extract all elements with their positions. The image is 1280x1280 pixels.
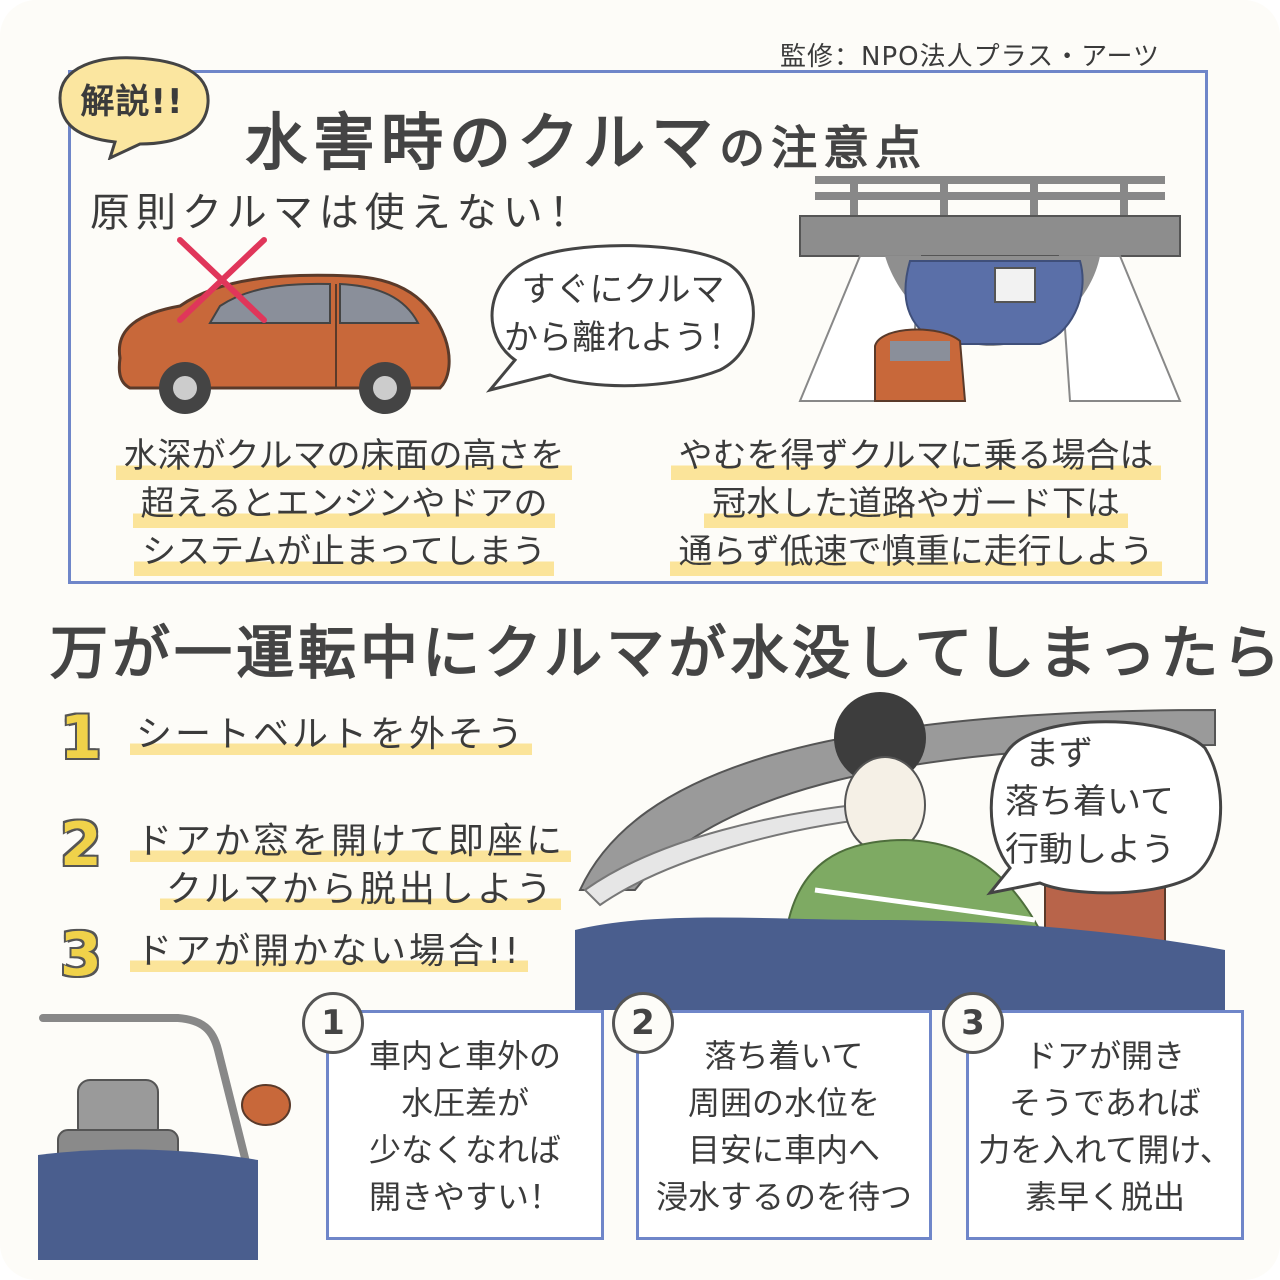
tip-line: 水圧差が [400,1084,529,1122]
caption-left: 水深がクルマの床面の高さを 超えるとエンジンやドアの システムが止まってしまう [84,432,604,576]
step-text: ドアが開かない場合!! [130,928,528,976]
step-line: ドアか窓を開けて即座に [130,821,572,862]
speech-bubble-leave-icon [485,244,755,393]
supervisor-credit: 監修：NPO法人プラス・アーツ [780,42,1160,72]
tip-line: 周囲の水位を [687,1084,880,1122]
speech-leave-text: すぐにクルマ から離れよう！ [498,266,748,362]
tip-line: 素早く脱出 [1024,1178,1185,1216]
step-number: 2 [60,810,102,880]
step-number: 1 [60,703,102,773]
speech-calm-line: 落ち着いて [1005,782,1174,822]
title-suffix: の注意点 [719,121,928,175]
tip-line: 少なくなれば [368,1131,561,1169]
step-2: 2 ドアか窓を開けて即座に クルマから脱出しよう [60,812,600,922]
submerged-driver-illustration [575,692,1225,1010]
tip-line: 目安に車内へ [687,1131,880,1169]
tip-line: ドアが開き [1024,1037,1185,1075]
speech-leave-line: すぐにクルマ [521,270,725,310]
tip-box-1: 車内と車外の 水圧差が 少なくなれば 開きやすい！ [326,1010,604,1240]
tip-number-2: 2 [612,992,674,1054]
speech-calm-text: まず 落ち着いて 行動しよう [1005,730,1210,874]
car-interior-illustration [38,1014,291,1260]
tip-box-text: ドアが開き そうであれば 力を入れて開け、 素早く脱出 [969,1013,1241,1221]
tip-line: そうであれば [1009,1084,1201,1122]
caption-left-line: 超えるとエンジンやドアの [132,480,556,528]
tip-box-text: 落ち着いて 周囲の水位を 目安に車内へ 浸水するのを待つ [639,1013,929,1221]
tip-number-3: 3 [942,992,1004,1054]
step-text: ドアか窓を開けて即座に クルマから脱出しよう [130,818,572,914]
badge-bubble-icon [58,56,210,160]
title-main: 水害時のクルマ [245,106,720,179]
speech-leave-line: から離れよう！ [504,318,742,358]
rule-text: 原則クルマは使えない！ [90,190,595,236]
badge-label: 解説!! [80,82,184,122]
tip-line: 力を入れて開け、 [978,1131,1232,1169]
speech-calm-line: 行動しよう [1005,830,1175,870]
car-illustration [117,273,451,414]
caption-right-line: やむを得ずクルマに乗る場合は [670,432,1162,480]
tip-line: 落ち着いて [704,1037,864,1075]
caption-right-line: 冠水した道路やガード下は [704,480,1128,528]
underpass-flood-illustration [798,176,1182,402]
step-line: クルマから脱出しよう [160,869,561,910]
tip-box-3: ドアが開き そうであれば 力を入れて開け、 素早く脱出 [966,1010,1244,1240]
step-1: 1 シートベルトを外そう [60,705,580,775]
tip-line: 浸水するのを待つ [655,1178,912,1216]
caption-left-line: 水深がクルマの床面の高さを [115,432,573,480]
step-line: ドアが開かない場合!! [130,931,528,972]
tip-number-1: 1 [302,992,364,1054]
caption-right: やむを得ずクルマに乗る場合は 冠水した道路やガード下は 通らず低速で慎重に走行し… [630,432,1202,576]
page-title: 水害時のクルマの注意点 [245,92,927,182]
tip-line: 開きやすい！ [368,1178,561,1216]
tip-box-2: 落ち着いて 周囲の水位を 目安に車内へ 浸水するのを待つ [636,1010,932,1240]
step-number: 3 [60,920,102,990]
tip-line: 車内と車外の [368,1037,561,1075]
submerged-headline: 万が一運転中にクルマが水没してしまったら [50,619,1280,687]
step-3: 3 ドアが開かない場合!! [60,922,600,992]
caption-left-line: システムが止まってしまう [134,528,554,576]
tip-box-text: 車内と車外の 水圧差が 少なくなれば 開きやすい！ [329,1013,601,1221]
caption-right-line: 通らず低速で慎重に走行しよう [670,528,1162,576]
step-text: シートベルトを外そう [130,711,533,759]
speech-calm-line: まず [1025,734,1093,774]
speech-bubble-calm-icon [986,720,1223,896]
cross-mark-icon [177,237,267,323]
top-panel-frame [68,70,1208,584]
step-line: シートベルトを外そう [130,714,533,755]
